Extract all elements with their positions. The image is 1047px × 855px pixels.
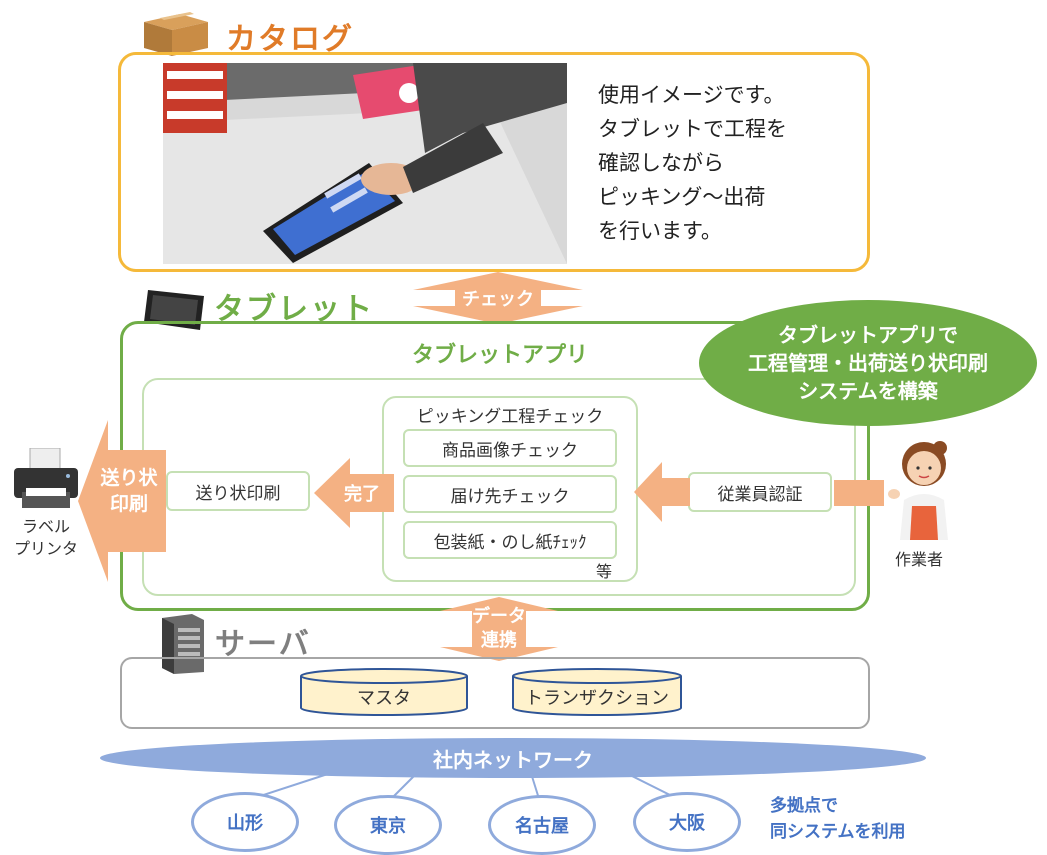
server-frame bbox=[120, 657, 870, 729]
worker-icon bbox=[886, 436, 960, 540]
print-arrow-label-1: 送り状 bbox=[100, 467, 158, 489]
print-arrow-label: 送り状 印刷 bbox=[96, 458, 162, 524]
multi-site-note: 多拠点で 同システムを利用 bbox=[770, 793, 906, 845]
employee-auth-box: 従業員認証 bbox=[688, 472, 832, 512]
etc-label: 等 bbox=[596, 562, 613, 581]
server-section-title: サーバ bbox=[215, 627, 311, 662]
check-arrow bbox=[413, 272, 583, 324]
site-osaka: 大阪 bbox=[633, 792, 741, 852]
done-arrow-label: 完了 bbox=[344, 484, 380, 505]
done-arrow bbox=[314, 458, 394, 528]
site-nagoya: 名古屋 bbox=[488, 795, 596, 855]
catalog-description: 使用イメージです。 タブレットで工程を 確認しながら ピッキング～出荷 を行いま… bbox=[598, 83, 787, 243]
tablet-app-title: タブレットアプリ bbox=[411, 343, 588, 368]
tablet-icon bbox=[142, 286, 208, 332]
printer-label: ラベル プリンタ bbox=[0, 516, 92, 560]
data-link-arrow bbox=[440, 597, 558, 661]
transaction-db bbox=[511, 668, 683, 716]
server-icon bbox=[160, 612, 206, 674]
printer-icon bbox=[10, 447, 82, 512]
box-icon bbox=[140, 8, 212, 58]
printer-label-1: ラベル bbox=[21, 517, 70, 536]
catalog-section-title: カタログ bbox=[226, 22, 354, 57]
network-title: 社内ネットワーク bbox=[433, 747, 593, 772]
site-tokyo: 東京 bbox=[334, 795, 442, 855]
label-print-box: 送り状印刷 bbox=[166, 471, 310, 511]
step-product-image-check: 商品画像チェック bbox=[403, 429, 617, 467]
picking-check-title: ピッキング工程チェック bbox=[416, 406, 604, 427]
callout-line-1: タブレットアプリで bbox=[778, 323, 958, 347]
step-destination-check: 届け先チェック bbox=[403, 475, 617, 513]
data-link-label-2: 連携 bbox=[481, 630, 517, 651]
auth-to-steps-arrow bbox=[634, 462, 690, 522]
network-bar: 社内ネットワーク bbox=[100, 738, 926, 778]
transaction-db-label: トランザクション bbox=[525, 688, 669, 709]
data-link-label-1: データ bbox=[472, 606, 526, 627]
worker-arrow bbox=[834, 480, 884, 506]
step-wrapping-check: 包装紙・のし紙ﾁｪｯｸ bbox=[403, 521, 617, 559]
catalog-frame bbox=[118, 52, 870, 272]
master-db-label: マスタ bbox=[357, 688, 411, 709]
data-link-label: データ 連携 bbox=[440, 604, 558, 654]
check-arrow-label: チェック bbox=[462, 289, 534, 310]
master-db bbox=[299, 668, 469, 716]
worker-label: 作業者 bbox=[895, 550, 944, 569]
print-arrow-label-2: 印刷 bbox=[109, 493, 148, 515]
multi-site-note-1: 多拠点で bbox=[770, 796, 838, 816]
callout-ellipse: タブレットアプリで 工程管理・出荷送り状印刷 システムを構築 bbox=[699, 300, 1037, 426]
site-yamagata: 山形 bbox=[191, 792, 299, 852]
print-arrow bbox=[78, 420, 166, 582]
callout-line-3: システムを構築 bbox=[798, 379, 938, 403]
printer-label-2: プリンタ bbox=[13, 539, 78, 558]
callout-line-2: 工程管理・出荷送り状印刷 bbox=[748, 351, 988, 375]
usage-photo bbox=[163, 63, 567, 264]
multi-site-note-2: 同システムを利用 bbox=[770, 822, 906, 842]
